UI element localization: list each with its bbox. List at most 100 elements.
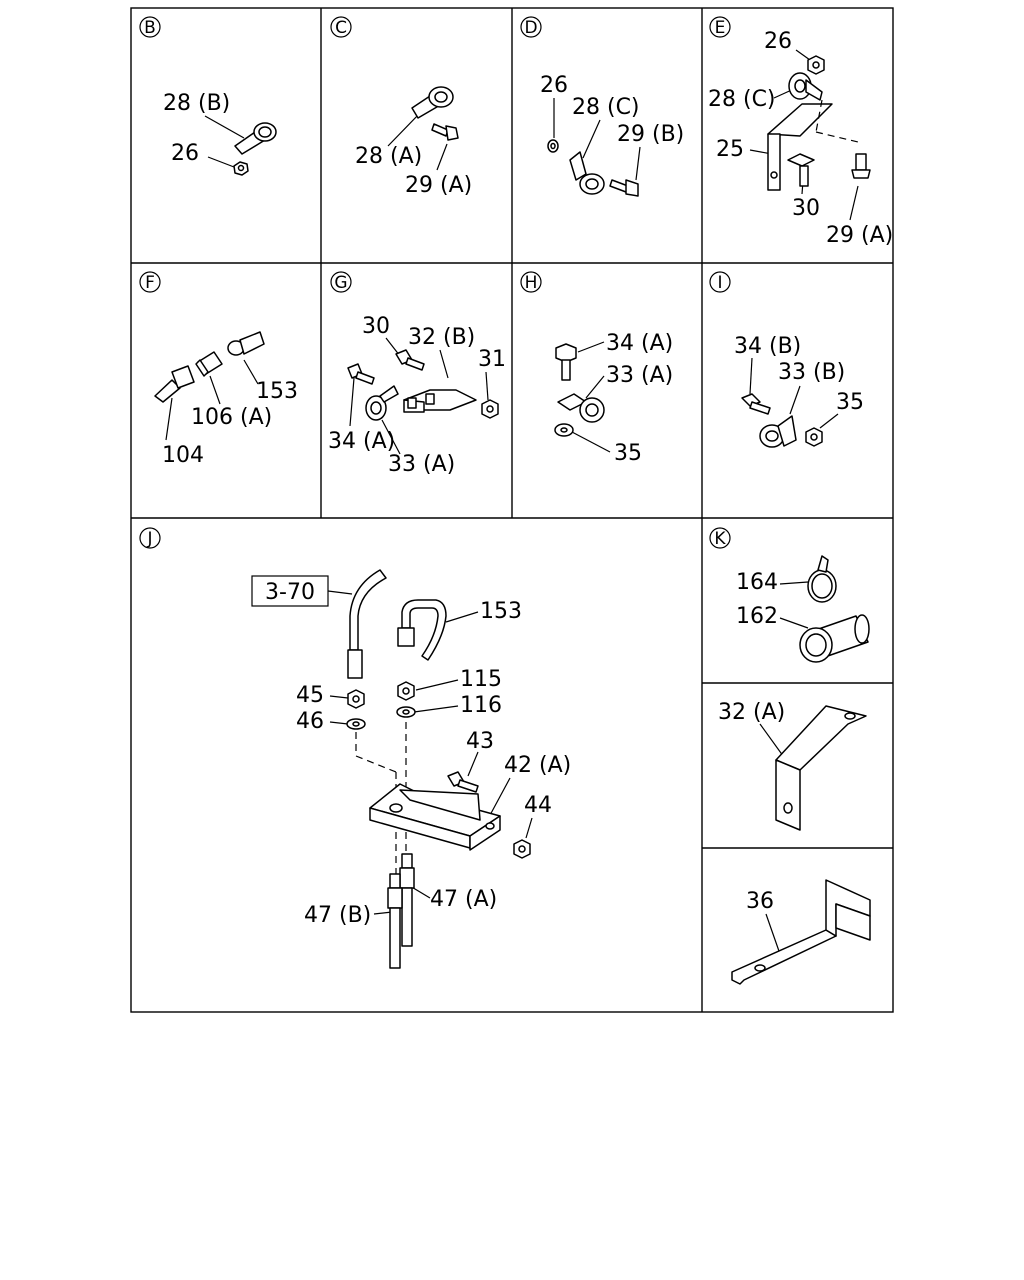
clip-part bbox=[788, 72, 823, 101]
bracket-part bbox=[731, 879, 871, 985]
panel-id: B bbox=[144, 18, 156, 38]
nut-part bbox=[513, 839, 531, 859]
screw-part bbox=[851, 153, 871, 179]
callout-label: 28 (C) bbox=[572, 95, 640, 120]
callout-label: 35 bbox=[836, 390, 864, 415]
callout-label: 35 bbox=[614, 441, 642, 466]
bracket-part bbox=[403, 389, 477, 413]
panel-id: K bbox=[714, 529, 726, 549]
callout-label: 30 bbox=[362, 314, 390, 339]
clip-part bbox=[569, 151, 605, 195]
clip-part bbox=[557, 393, 605, 423]
callout-label: 104 bbox=[162, 443, 204, 468]
fitting-part bbox=[387, 873, 403, 969]
bolt-part bbox=[431, 123, 459, 141]
panel-c: C 28 (A) 29 (A) bbox=[330, 16, 472, 198]
bracket-part bbox=[767, 103, 833, 191]
washer-part bbox=[346, 718, 366, 730]
panel-grid bbox=[130, 7, 894, 1013]
callout-label: 34 (B) bbox=[734, 334, 801, 359]
clip-part bbox=[411, 86, 454, 119]
callout-label: 42 (A) bbox=[504, 753, 571, 778]
panel-id: G bbox=[334, 273, 347, 293]
callout-label: 115 bbox=[460, 667, 502, 692]
nut-part bbox=[554, 423, 574, 437]
panel-e: E 26 28 (C) 25 30 29 (A) bbox=[708, 16, 893, 248]
callout-label: 36 bbox=[746, 889, 774, 914]
callout-label: 26 bbox=[764, 29, 792, 54]
pipe-part bbox=[397, 599, 447, 661]
panel-j: J 3-70 153 115 116 45 46 43 42 (A) 44 47… bbox=[139, 527, 571, 969]
panel-f: F 153 106 (A) 104 bbox=[139, 271, 298, 468]
callout-label: 44 bbox=[524, 793, 552, 818]
callout-label: 153 bbox=[480, 599, 522, 624]
callout-label: 28 (A) bbox=[355, 144, 422, 169]
panel-k: K 164 162 bbox=[709, 527, 870, 663]
callout-label: 26 bbox=[540, 73, 568, 98]
panel-id: I bbox=[717, 273, 722, 293]
hose-part bbox=[154, 365, 195, 403]
nut-part bbox=[807, 55, 825, 75]
nut-part bbox=[481, 399, 499, 419]
panel-id: J bbox=[146, 529, 152, 549]
clip-part bbox=[759, 415, 797, 448]
hose-clamp-part bbox=[807, 555, 837, 603]
callout-label: 34 (A) bbox=[606, 331, 673, 356]
callout-label: 31 bbox=[478, 347, 506, 372]
bolt-part bbox=[347, 363, 375, 385]
nut-part bbox=[397, 681, 415, 701]
callout-label: 28 (B) bbox=[163, 91, 230, 116]
callout-label: 47 (B) bbox=[304, 903, 371, 928]
panel-g: G 30 32 (B) 31 34 (A) 33 (A) bbox=[328, 271, 506, 477]
nut-part bbox=[347, 689, 365, 709]
panel-id: E bbox=[715, 18, 726, 38]
tube-part bbox=[347, 569, 387, 679]
panel-id-circle bbox=[139, 16, 161, 38]
panel-d: D 26 28 (C) 29 (B) bbox=[520, 16, 684, 197]
callout-label: 29 (A) bbox=[826, 223, 893, 248]
callout-label: 46 bbox=[296, 709, 324, 734]
callout-label: 33 (B) bbox=[778, 360, 845, 385]
washer-part bbox=[547, 139, 559, 153]
bracket-part bbox=[369, 783, 501, 851]
panel-b: B 28 (B) 26 bbox=[139, 16, 277, 176]
bolt-part bbox=[447, 771, 479, 793]
callout-label: 34 (A) bbox=[328, 429, 395, 454]
callout-label: 106 (A) bbox=[191, 405, 272, 430]
callout-label: 29 (A) bbox=[405, 173, 472, 198]
callout-label: 25 bbox=[716, 137, 744, 162]
panel-m: 36 bbox=[731, 879, 871, 985]
panel-h: H 34 (A) 33 (A) 35 bbox=[520, 271, 673, 466]
panel-id: H bbox=[525, 273, 538, 293]
bracket-part bbox=[775, 705, 867, 831]
ref-box-label: 3-70 bbox=[265, 580, 315, 605]
callout-label: 28 (C) bbox=[708, 87, 776, 112]
washer-part bbox=[396, 706, 416, 718]
panel-id: C bbox=[335, 18, 347, 38]
callout-label: 29 (B) bbox=[617, 122, 684, 147]
bolt-part bbox=[609, 179, 639, 197]
panel-id: F bbox=[145, 273, 155, 293]
clip-part bbox=[234, 122, 277, 155]
callout-label: 164 bbox=[736, 570, 778, 595]
panel-i: I 34 (B) 33 (B) 35 bbox=[709, 271, 864, 448]
callout-label: 33 (A) bbox=[388, 452, 455, 477]
sleeve-part bbox=[799, 614, 870, 663]
bolt-part bbox=[395, 349, 425, 371]
callout-label: 116 bbox=[460, 693, 502, 718]
callout-label: 162 bbox=[736, 604, 778, 629]
callout-label: 26 bbox=[171, 141, 199, 166]
callout-label: 153 bbox=[256, 379, 298, 404]
callout-label: 32 (B) bbox=[408, 325, 475, 350]
callout-label: 30 bbox=[792, 196, 820, 221]
callout-label: 43 bbox=[466, 729, 494, 754]
bolt-part bbox=[555, 343, 577, 381]
nut-part bbox=[805, 427, 823, 447]
callout-label: 32 (A) bbox=[718, 700, 785, 725]
panel-l: 32 (A) bbox=[718, 700, 867, 831]
fitting-part bbox=[227, 331, 265, 356]
callout-label: 33 (A) bbox=[606, 363, 673, 388]
callout-label: 47 (A) bbox=[430, 887, 497, 912]
bolt-part bbox=[741, 393, 771, 415]
